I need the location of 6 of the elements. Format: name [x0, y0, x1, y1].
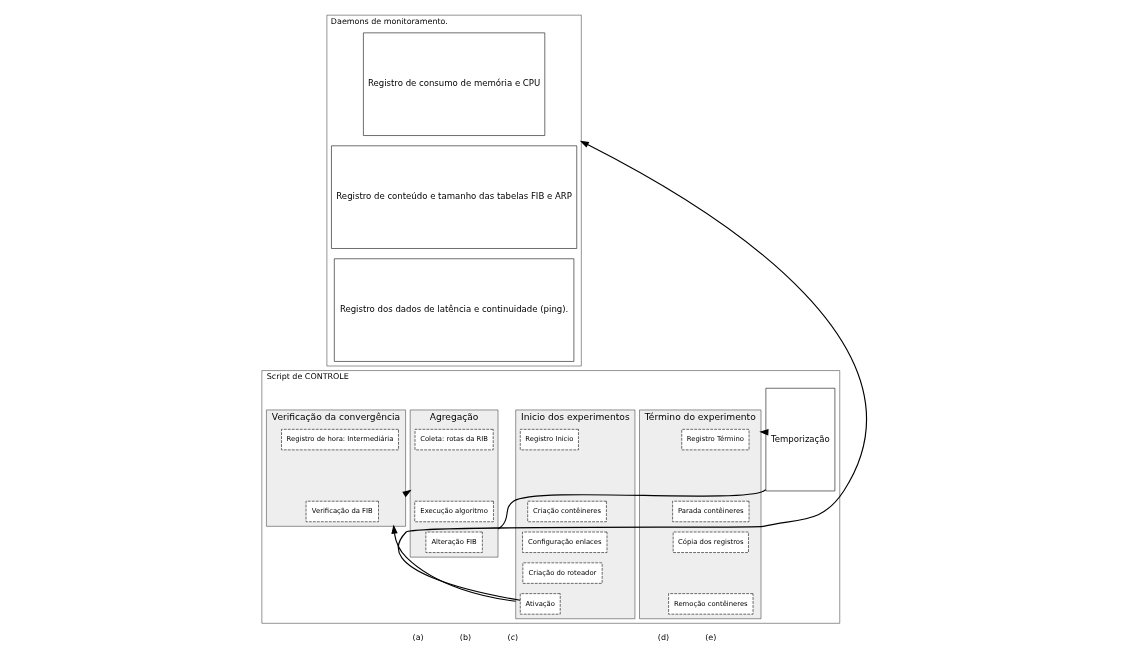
arrow: [390, 524, 516, 602]
node-box: Registro dos dados de latência e continuidade (ping).: [333, 258, 574, 362]
node-box: Registro de conteúdo e tamanho das tabelas FIB e ARP: [330, 145, 577, 249]
connector: [496, 489, 766, 530]
arrow: [397, 140, 867, 601]
node-box: Registro de consumo de memória e CPU: [362, 32, 545, 136]
